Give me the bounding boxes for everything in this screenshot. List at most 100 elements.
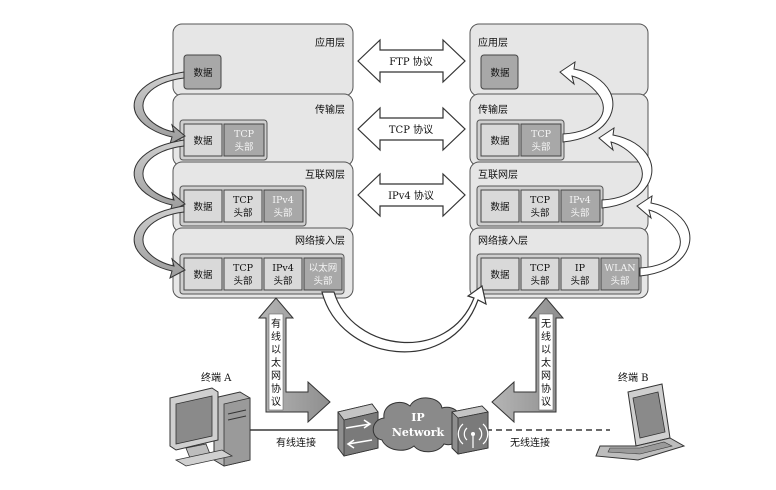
- right-internet-tcp-text-1: TCP: [530, 195, 551, 206]
- left-network-access-title: 网络接入层: [295, 234, 345, 247]
- left-access-ipv4-text-1: IPv4: [272, 263, 294, 274]
- cloud-network-label: Network: [392, 426, 445, 439]
- wireless-label-char-7: 议: [541, 396, 551, 408]
- wired-label-char-4: 太: [271, 356, 281, 369]
- wired-label-char-2: 线: [271, 330, 281, 343]
- left-internet-data-cell: [183, 189, 223, 223]
- desktop-computer-icon: [169, 387, 251, 467]
- wired-label-char-7: 议: [271, 396, 281, 408]
- right-internet-tcp-text-2: 头部: [530, 207, 549, 219]
- right-curve-arrow-internet-to-transport: [598, 126, 653, 209]
- wireless-label-char-2: 线: [541, 330, 551, 343]
- right-stack: 应用层 传输层 互联网层 网络接入层 数据 数据 TCP 头部 数据 TCP 头…: [469, 23, 649, 299]
- tcp-double-arrow: [357, 106, 466, 152]
- right-internet-tcp-cell: [520, 189, 560, 223]
- right-transport-tcp-text-1: TCP: [531, 129, 552, 140]
- right-access-wlan-text-1: WLAN: [604, 263, 635, 274]
- right-app-data-cell: [480, 54, 519, 90]
- wired-label-char-3: 以: [271, 345, 281, 356]
- right-app-data-text: 数据: [490, 67, 510, 79]
- right-curve-arrow-access-to-internet: [636, 194, 691, 277]
- right-access-data-text: 数据: [490, 269, 510, 281]
- right-access-ip-text-1: IP: [575, 263, 586, 274]
- ipv4-double-arrow: [357, 172, 466, 218]
- right-internet-ipv4-cell: [560, 189, 601, 223]
- right-internet-data-text: 数据: [490, 201, 510, 213]
- right-internet-ipv4-text-2: 头部: [570, 207, 589, 219]
- right-decapsulation-arrows: [559, 60, 691, 277]
- right-access-ip-text-2: 头部: [570, 275, 589, 287]
- wireless-protocol-arrow: 无 线 以 太 网 协 议: [491, 297, 565, 424]
- router-icon: [337, 403, 379, 457]
- wireless-protocol-label-box: [538, 313, 554, 411]
- left-access-ethernet-text-1: 以太网: [309, 262, 338, 274]
- left-internet-tcp-text-1: TCP: [233, 195, 254, 206]
- left-application-title: 应用层: [315, 36, 345, 49]
- left-access-tcp-text-2: 头部: [233, 275, 252, 287]
- left-access-ethernet-cell: [303, 257, 343, 291]
- right-access-tcp-text-1: TCP: [530, 263, 551, 274]
- wireless-label-char-4: 太: [541, 356, 551, 369]
- cloud-ip-label: IP: [411, 411, 424, 424]
- wireless-label-char-1: 无: [541, 319, 551, 330]
- left-access-data-cell: [183, 257, 223, 291]
- left-stack: 应用层 传输层 互联网层 网络接入层 数据 数据 TCP 头部 数据 TCP 头…: [172, 23, 354, 299]
- left-access-tcp-cell: [223, 257, 263, 291]
- ftp-double-arrow: [357, 38, 466, 84]
- wireless-label-char-6: 协: [541, 382, 551, 395]
- left-curve-arrow-internet-to-access: [133, 205, 186, 279]
- right-access-data-cell: [480, 257, 520, 291]
- right-access-tcp-text-2: 头部: [530, 275, 549, 287]
- wired-label-char-5: 网: [271, 370, 281, 382]
- right-internet-title: 互联网层: [478, 169, 518, 181]
- right-access-ip-cell: [560, 257, 600, 291]
- tcp-protocol-label: TCP 协议: [389, 123, 433, 136]
- left-internet-ipv4-cell: [263, 189, 304, 223]
- left-internet-ipv4-text-2: 头部: [273, 207, 292, 219]
- wireless-connection-label: 无线连接: [510, 436, 550, 449]
- right-access-wlan-text-2: 头部: [610, 275, 629, 287]
- right-transport-tcp-cell: [520, 123, 562, 157]
- wired-label-char-6: 协: [271, 382, 281, 395]
- right-internet-data-cell: [480, 189, 520, 223]
- terminal-b-label: 终端 B: [618, 371, 649, 384]
- ip-network-cloud-icon: IP Network: [372, 397, 461, 453]
- left-internet-data-text: 数据: [193, 201, 213, 213]
- right-application-title: 应用层: [478, 36, 508, 49]
- left-app-data-text: 数据: [193, 67, 213, 79]
- right-internet-ipv4-text-1: IPv4: [569, 195, 591, 206]
- wireless-label-char-5: 网: [541, 370, 551, 382]
- wired-protocol-label-box: [268, 313, 284, 411]
- left-access-ipv4-cell: [263, 257, 303, 291]
- right-network-access-title: 网络接入层: [478, 234, 528, 247]
- left-internet-ipv4-text-1: IPv4: [272, 195, 294, 206]
- laptop-computer-icon: [595, 383, 686, 461]
- right-access-wlan-cell: [600, 257, 640, 291]
- left-transport-tcp-text-1: TCP: [234, 129, 255, 140]
- right-transport-tcp-text-2: 头部: [531, 141, 550, 153]
- ipv4-protocol-label: IPv4 协议: [388, 189, 434, 202]
- right-curve-arrow-transport-to-app: [559, 60, 614, 143]
- left-access-ethernet-text-2: 头部: [313, 275, 332, 287]
- left-transport-tcp-cell: [223, 123, 265, 157]
- wired-protocol-arrow: 有 线 以 太 网 协 议: [257, 297, 331, 424]
- left-transport-data-cell: [183, 123, 223, 157]
- ftp-protocol-label: FTP 协议: [389, 55, 433, 68]
- right-transport-data-text: 数据: [490, 135, 510, 147]
- left-transport-data-text: 数据: [193, 135, 213, 147]
- left-access-ipv4-text-2: 头部: [273, 275, 292, 287]
- left-transport-title: 传输层: [315, 103, 345, 116]
- left-access-tcp-text-1: TCP: [233, 263, 254, 274]
- right-transport-data-cell: [480, 123, 520, 157]
- left-curve-arrow-app-to-transport: [133, 71, 186, 145]
- left-access-data-text: 数据: [193, 269, 213, 281]
- protocol-arrows: FTP 协议 TCP 协议 IPv4 协议: [357, 38, 466, 218]
- left-transport-tcp-text-2: 头部: [234, 141, 253, 153]
- left-internet-tcp-text-2: 头部: [233, 207, 252, 219]
- left-internet-title: 互联网层: [305, 169, 345, 181]
- left-encapsulation-arrows: [133, 71, 186, 279]
- wired-label-char-1: 有: [271, 317, 281, 330]
- terminal-a-label: 终端 A: [201, 371, 232, 384]
